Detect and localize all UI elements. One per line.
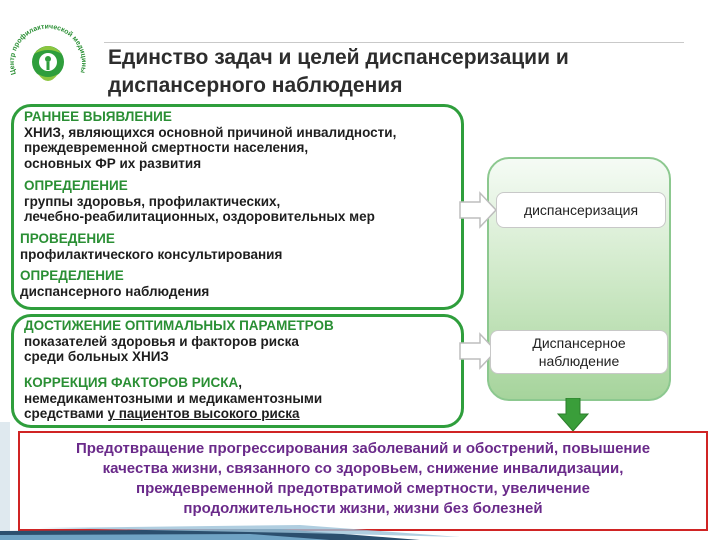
item-line: ХНИЗ, являющихся основной причиной инвал… [24, 124, 397, 140]
box-line: наблюдение [538, 353, 620, 369]
organization-logo: Центр профилактической медицины [9, 23, 87, 81]
item-line: профилактического консультирования [20, 246, 283, 262]
item-line: группы здоровья, профилактических, [24, 193, 281, 209]
box-line: Диспансерное [532, 335, 626, 351]
item-head: ДОСТИЖЕНИЕ ОПТИМАЛЬНЫХ ПАРАМЕТРОВ [24, 318, 334, 333]
item-line: немедикаментозными и медикаментозными [24, 390, 323, 406]
item-head-row: КОРРЕКЦИЯ ФАКТОРОВ РИСКА, [24, 375, 322, 391]
bottom-decor-strip [0, 525, 460, 540]
item-risk-correction: КОРРЕКЦИЯ ФАКТОРОВ РИСКА, немедикаментоз… [24, 375, 322, 422]
item-head: ОПРЕДЕЛЕНИЕ [20, 268, 124, 283]
item-health-group: ОПРЕДЕЛЕНИЕ группы здоровья, профилактич… [24, 178, 375, 225]
outcome-line: Предотвращение прогрессирования заболева… [75, 440, 651, 457]
outcome-box: Предотвращение прогрессирования заболева… [18, 431, 708, 531]
item-head-suffix: , [238, 375, 242, 390]
item-counseling: ПРОВЕДЕНИЕ профилактического консультиро… [20, 231, 282, 262]
item-line: среди больных ХНИЗ [24, 349, 169, 364]
item-head: РАННЕЕ ВЫЯВЛЕНИЕ [24, 109, 172, 124]
optimal-parameters-panel [11, 314, 464, 428]
item-head: ОПРЕДЕЛЕНИЕ [24, 178, 128, 193]
item-line-underlined: у пациентов высокого риска [107, 406, 300, 421]
outcome-line: качества жизни, связанного со здоровьем,… [102, 460, 624, 477]
item-line: диспансерного наблюдения [20, 283, 210, 299]
slide-title: Единство задач и целей диспансеризации и… [108, 46, 569, 97]
item-line-prefix: средствами [24, 406, 108, 421]
item-dispensary-observation: ОПРЕДЕЛЕНИЕ диспансерного наблюдения [20, 268, 209, 299]
dispensarization-box: диспансеризация [496, 192, 666, 228]
item-line: показателей здоровья и факторов риска [24, 333, 299, 349]
outcome-line: преждевременной предотвратимой смертност… [136, 480, 590, 497]
item-early-detection: РАННЕЕ ВЫЯВЛЕНИЕ ХНИЗ, являющихся основн… [24, 109, 396, 171]
dispensary-observation-label: Диспансерное наблюдение [532, 334, 625, 370]
early-detection-panel [11, 104, 464, 310]
item-line: основных ФР их развития [24, 155, 202, 171]
arrow-right-icon [459, 191, 498, 229]
arrow-down-icon [557, 398, 589, 432]
item-optimal-parameters: ДОСТИЖЕНИЕ ОПТИМАЛЬНЫХ ПАРАМЕТРОВ показа… [24, 318, 334, 365]
left-accent-bar [0, 422, 10, 532]
item-last-line: средствами у пациентов высокого риска [24, 406, 322, 422]
outcome-line: продолжительности жизни, жизни без болез… [183, 500, 543, 517]
dispensarization-label: диспансеризация [523, 202, 639, 218]
item-line: лечебно-реабилитационных, оздоровительны… [24, 209, 375, 224]
arrow-right-icon [459, 332, 498, 370]
item-head: КОРРЕКЦИЯ ФАКТОРОВ РИСКА [24, 375, 239, 390]
item-head: ПРОВЕДЕНИЕ [20, 231, 115, 246]
outcome-text: Предотвращение прогрессирования заболева… [20, 439, 706, 519]
item-line: преждевременной смертности населения, [24, 140, 309, 155]
title-rule [104, 42, 684, 43]
dispensary-observation-box: Диспансерное наблюдение [490, 330, 668, 374]
